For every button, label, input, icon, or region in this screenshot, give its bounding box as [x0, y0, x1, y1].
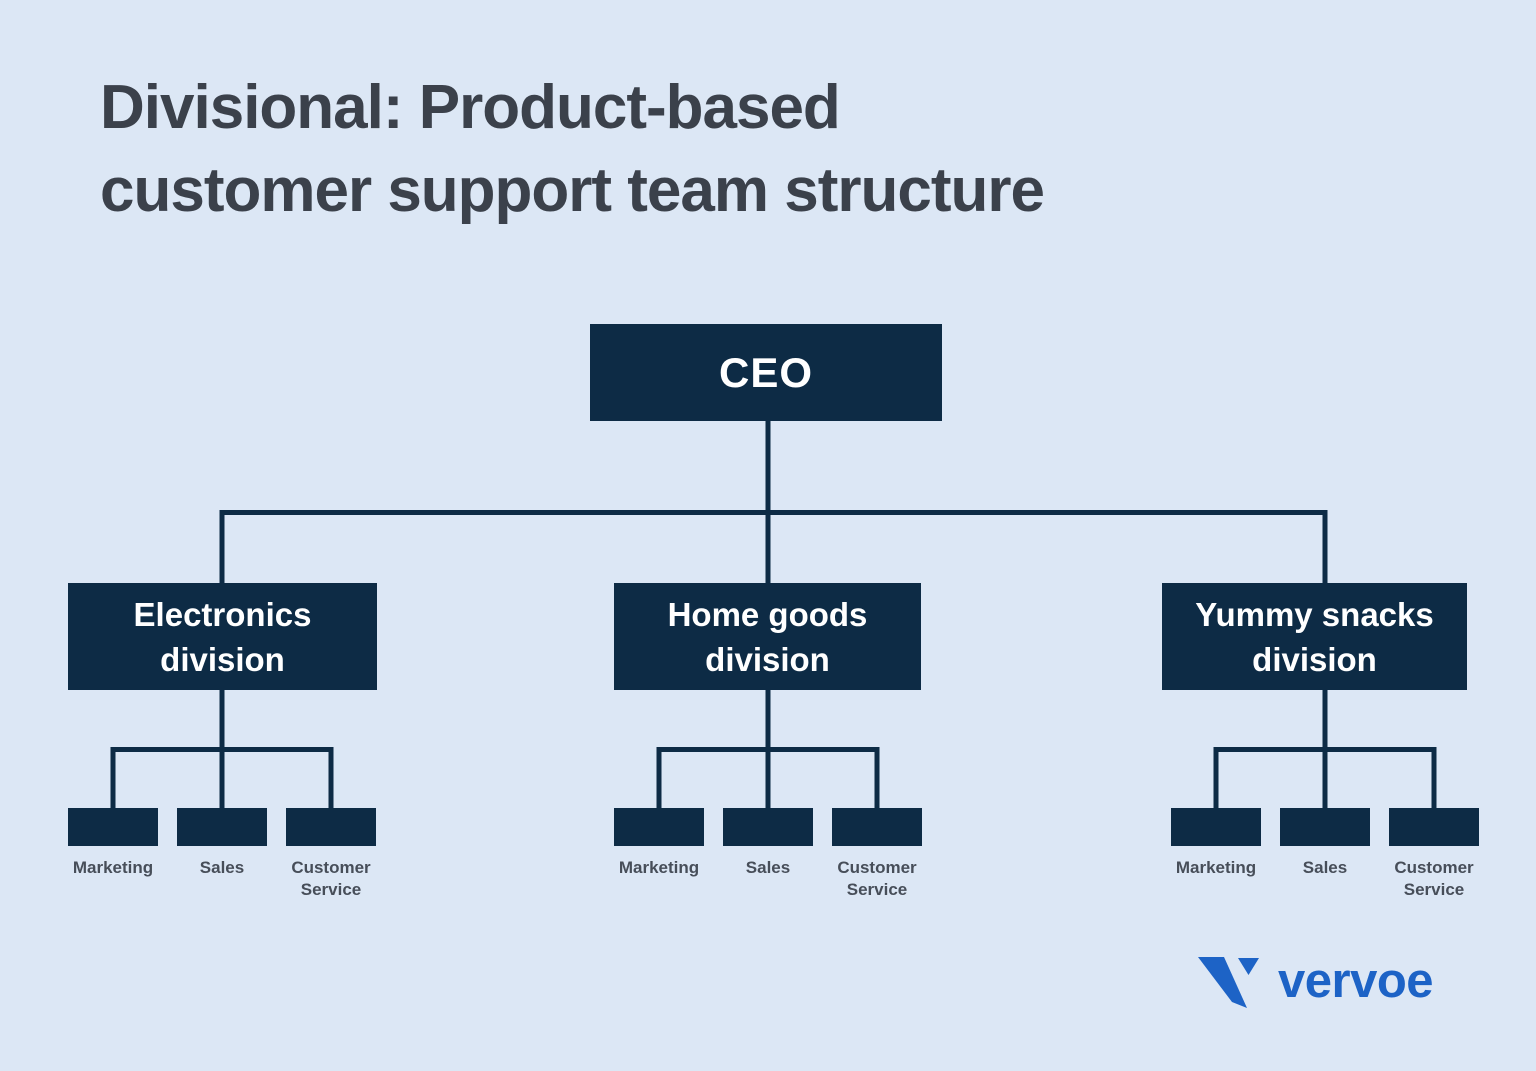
division-name: Electronics — [133, 595, 312, 633]
org-node-team — [614, 808, 704, 846]
org-node-team — [286, 808, 376, 846]
org-node-team — [1171, 808, 1261, 846]
org-node-team — [177, 808, 267, 846]
division-name: Yummy snacks — [1195, 595, 1434, 633]
team-label: Customer Service — [291, 858, 371, 899]
team-label: Marketing — [72, 858, 154, 877]
team-label: Sales — [199, 858, 245, 877]
vervoe-logo: vervoe — [1197, 953, 1434, 1011]
ceo-label: CEO — [718, 348, 813, 396]
org-node-division-home-goods: Home goods division — [614, 583, 921, 690]
page-title-line-2: customer support team structure — [100, 156, 1045, 225]
org-node-team — [832, 808, 922, 846]
division-name: Home goods — [667, 595, 868, 633]
division-suffix: division — [705, 640, 830, 678]
team-label: Sales — [1302, 858, 1348, 877]
team-label: Customer Service — [837, 858, 917, 899]
org-node-division-yummy-snacks: Yummy snacks division — [1162, 583, 1467, 690]
org-node-team — [1280, 808, 1370, 846]
vervoe-logo-icon — [1198, 957, 1259, 1008]
org-node-ceo: CEO — [590, 324, 942, 421]
org-node-division-electronics: Electronics division — [68, 583, 377, 690]
vervoe-wordmark: vervoe — [1278, 953, 1434, 1008]
org-node-team — [723, 808, 813, 846]
team-label: Marketing — [618, 858, 700, 877]
page-title: Divisional: Product-based customer suppo… — [100, 66, 1045, 232]
division-suffix: division — [160, 640, 285, 678]
team-label: Sales — [745, 858, 791, 877]
org-node-team — [68, 808, 158, 846]
division-suffix: division — [1252, 640, 1377, 678]
org-node-team — [1389, 808, 1479, 846]
team-label: Marketing — [1175, 858, 1257, 877]
team-label: Customer Service — [1394, 858, 1474, 899]
page-title-line-1: Divisional: Product-based — [100, 73, 841, 142]
